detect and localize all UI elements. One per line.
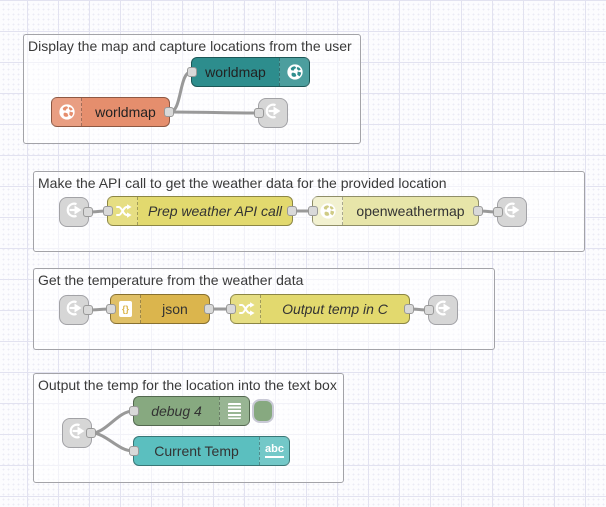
node-ui-text-current-temp[interactable]: Current Temp abc — [129, 436, 290, 466]
node-worldmap-display[interactable]: worldmap — [187, 57, 310, 87]
output-port[interactable] — [287, 206, 297, 216]
node-openweathermap[interactable]: openweathermap — [308, 196, 483, 226]
link-out-icon — [263, 101, 283, 126]
globe-icon — [52, 98, 82, 126]
link-out-icon — [433, 298, 453, 323]
wire[interactable] — [90, 409, 135, 435]
output-port[interactable] — [83, 305, 93, 315]
node-debug[interactable]: debug 4 — [129, 396, 250, 426]
node-link-out[interactable] — [254, 98, 288, 128]
shuffle-icon — [231, 295, 261, 323]
input-port[interactable] — [187, 67, 197, 77]
globe-icon — [279, 58, 309, 86]
node-label: json — [162, 301, 188, 317]
node-link-in[interactable] — [59, 197, 93, 227]
output-port[interactable] — [404, 304, 414, 314]
node-link-in[interactable] — [59, 295, 93, 325]
link-in-icon — [67, 421, 87, 446]
node-change-prep-weather[interactable]: Prep weather API call — [103, 196, 297, 226]
group-title: Display the map and capture locations fr… — [28, 38, 352, 54]
node-worldmap-in[interactable]: worldmap — [51, 97, 174, 127]
globe-icon — [313, 197, 343, 225]
input-port[interactable] — [424, 305, 434, 315]
wire[interactable] — [168, 70, 193, 114]
node-json[interactable]: {} json — [106, 294, 214, 324]
shuffle-icon — [108, 197, 138, 225]
wire[interactable] — [168, 110, 260, 115]
json-page-icon: {} — [111, 295, 141, 323]
output-port[interactable] — [164, 107, 174, 117]
group-title: Get the temperature from the weather dat… — [38, 272, 304, 288]
group-title: Make the API call to get the weather dat… — [38, 175, 447, 191]
node-label: debug 4 — [151, 403, 202, 419]
link-out-icon — [502, 200, 522, 225]
wire[interactable] — [90, 431, 135, 453]
node-label: Output temp in C — [282, 301, 388, 317]
link-in-icon — [64, 200, 84, 225]
node-link-out[interactable] — [424, 295, 458, 325]
abc-icon: abc — [259, 437, 289, 465]
node-label: Prep weather API call — [147, 203, 283, 219]
input-port[interactable] — [106, 304, 116, 314]
node-link-out[interactable] — [493, 197, 527, 227]
debug-list-icon — [219, 397, 249, 425]
input-port[interactable] — [103, 206, 113, 216]
node-label: Current Temp — [154, 443, 239, 459]
input-port[interactable] — [226, 304, 236, 314]
input-port[interactable] — [493, 207, 503, 217]
input-port[interactable] — [129, 446, 139, 456]
node-label: openweathermap — [356, 203, 465, 219]
output-port[interactable] — [86, 428, 96, 438]
output-port[interactable] — [473, 206, 483, 216]
node-label: worldmap — [95, 104, 156, 120]
input-port[interactable] — [308, 206, 318, 216]
group-output-temp[interactable]: Output the temp for the location into th… — [33, 373, 344, 483]
input-port[interactable] — [254, 108, 264, 118]
group-title: Output the temp for the location into th… — [38, 377, 337, 393]
node-link-in[interactable] — [62, 418, 96, 448]
node-label: worldmap — [205, 64, 266, 80]
output-port[interactable] — [204, 304, 214, 314]
input-port[interactable] — [129, 406, 139, 416]
debug-enable-toggle[interactable] — [252, 399, 274, 423]
link-in-icon — [64, 298, 84, 323]
output-port[interactable] — [83, 207, 93, 217]
node-change-output-temp[interactable]: Output temp in C — [226, 294, 414, 324]
